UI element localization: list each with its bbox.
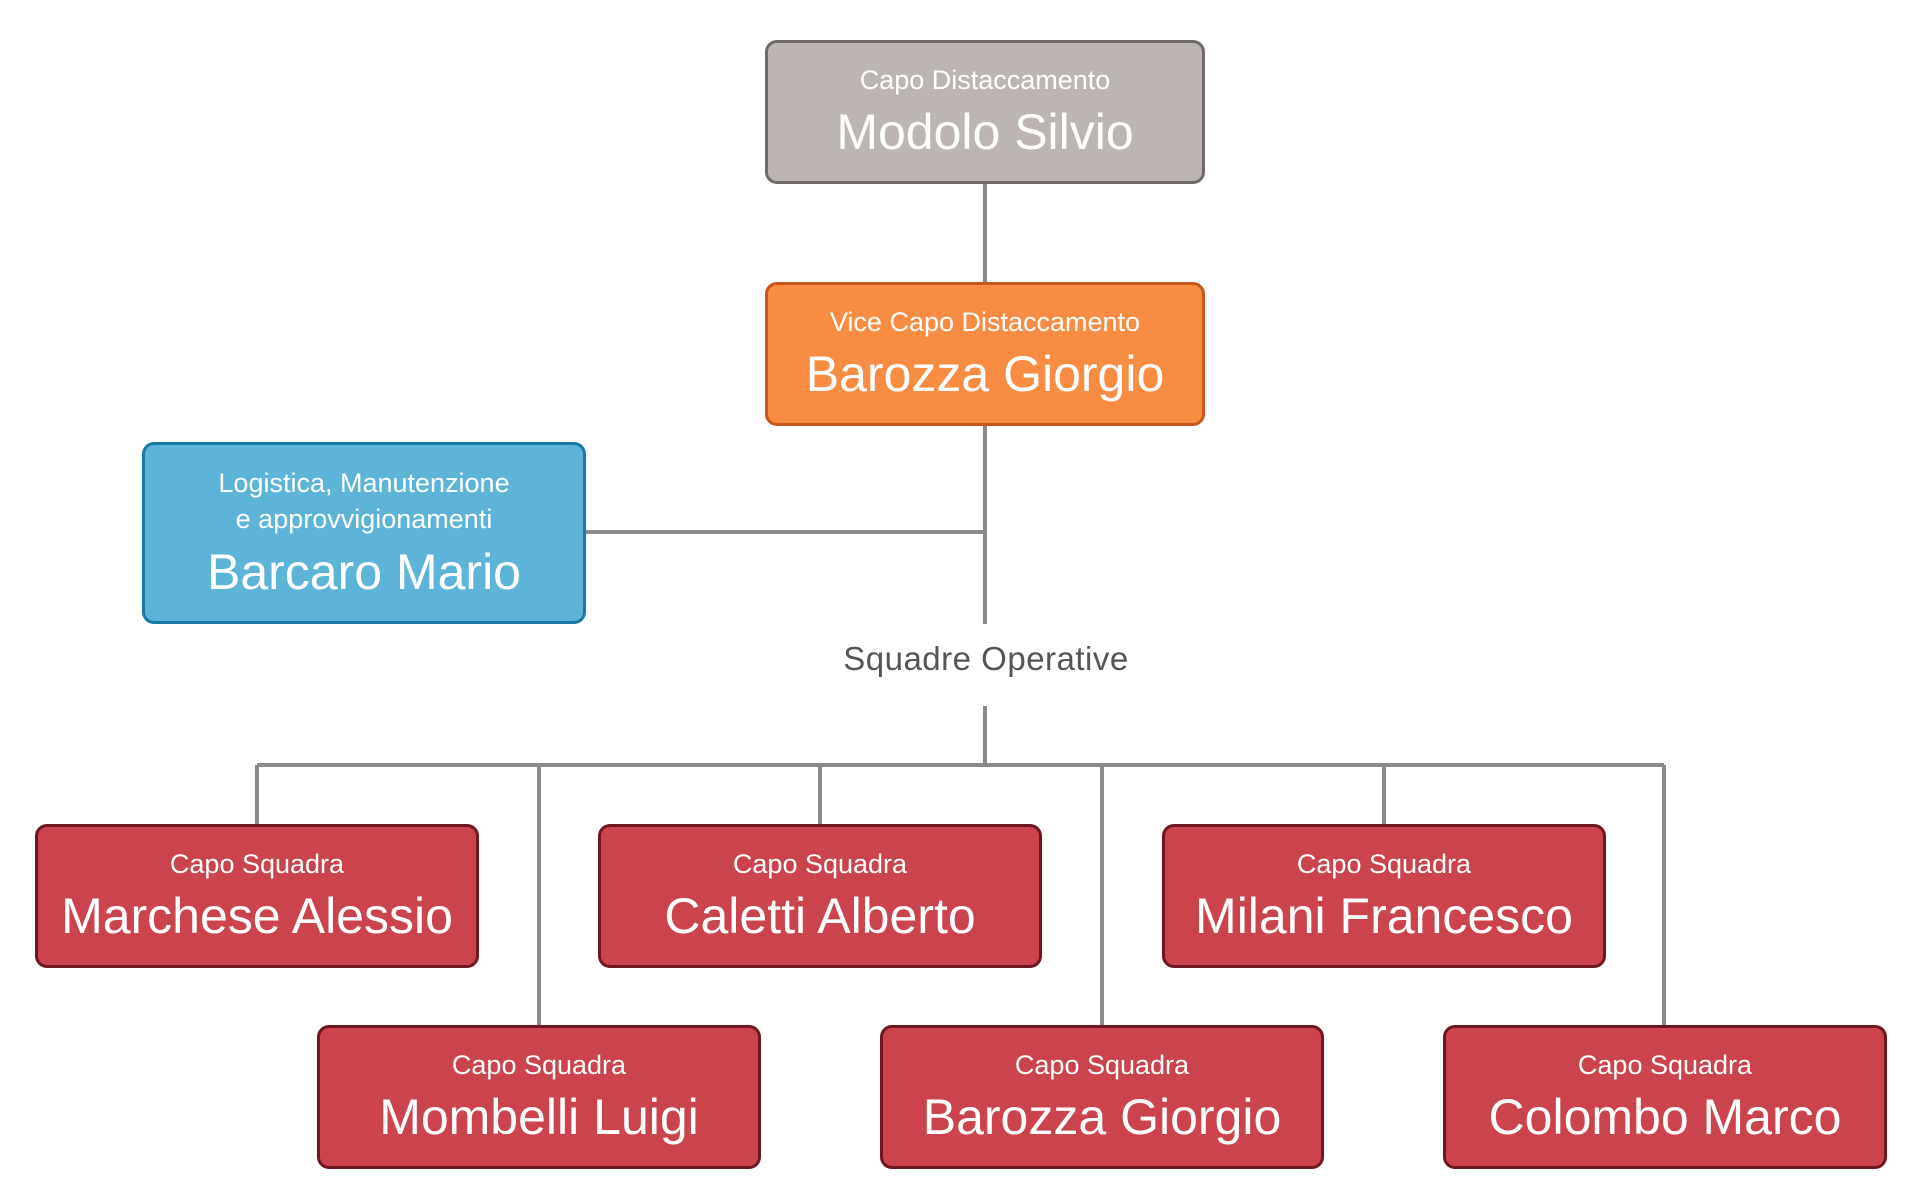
squad-node: Capo Squadra Barozza Giorgio bbox=[880, 1025, 1324, 1169]
squad-name: Colombo Marco bbox=[1488, 1089, 1842, 1146]
logistics-role: Logistica, Manutenzione e approvvigionam… bbox=[218, 467, 510, 535]
squad-role: Capo Squadra bbox=[732, 849, 908, 880]
squad-name: Mombelli Luigi bbox=[379, 1089, 699, 1146]
vice-role: Vice Capo Distaccamento bbox=[829, 307, 1141, 338]
squad-role: Capo Squadra bbox=[169, 849, 345, 880]
squad-name: Barozza Giorgio bbox=[922, 1089, 1282, 1146]
squad-node: Capo Squadra Colombo Marco bbox=[1443, 1025, 1887, 1169]
squad-node: Capo Squadra Milani Francesco bbox=[1162, 824, 1606, 968]
squad-name: Caletti Alberto bbox=[664, 888, 976, 945]
squad-role: Capo Squadra bbox=[1296, 849, 1472, 880]
squad-role: Capo Squadra bbox=[451, 1050, 627, 1081]
vice-node: Vice Capo Distaccamento Barozza Giorgio bbox=[765, 282, 1205, 426]
squad-role: Capo Squadra bbox=[1577, 1050, 1753, 1081]
section-label: Squadre Operative bbox=[843, 640, 1129, 677]
squad-node: Capo Squadra Caletti Alberto bbox=[598, 824, 1042, 968]
squad-role: Capo Squadra bbox=[1014, 1050, 1190, 1081]
logistics-node: Logistica, Manutenzione e approvvigionam… bbox=[142, 442, 586, 624]
squad-name: Milani Francesco bbox=[1195, 888, 1573, 945]
head-role: Capo Distaccamento bbox=[859, 65, 1111, 96]
squad-name: Marchese Alessio bbox=[61, 888, 453, 945]
logistics-name: Barcaro Mario bbox=[207, 543, 521, 600]
squad-node: Capo Squadra Mombelli Luigi bbox=[317, 1025, 761, 1169]
squad-node: Capo Squadra Marchese Alessio bbox=[35, 824, 479, 968]
head-node: Capo Distaccamento Modolo Silvio bbox=[765, 40, 1205, 184]
vice-name: Barozza Giorgio bbox=[805, 346, 1165, 403]
head-name: Modolo Silvio bbox=[836, 104, 1134, 161]
